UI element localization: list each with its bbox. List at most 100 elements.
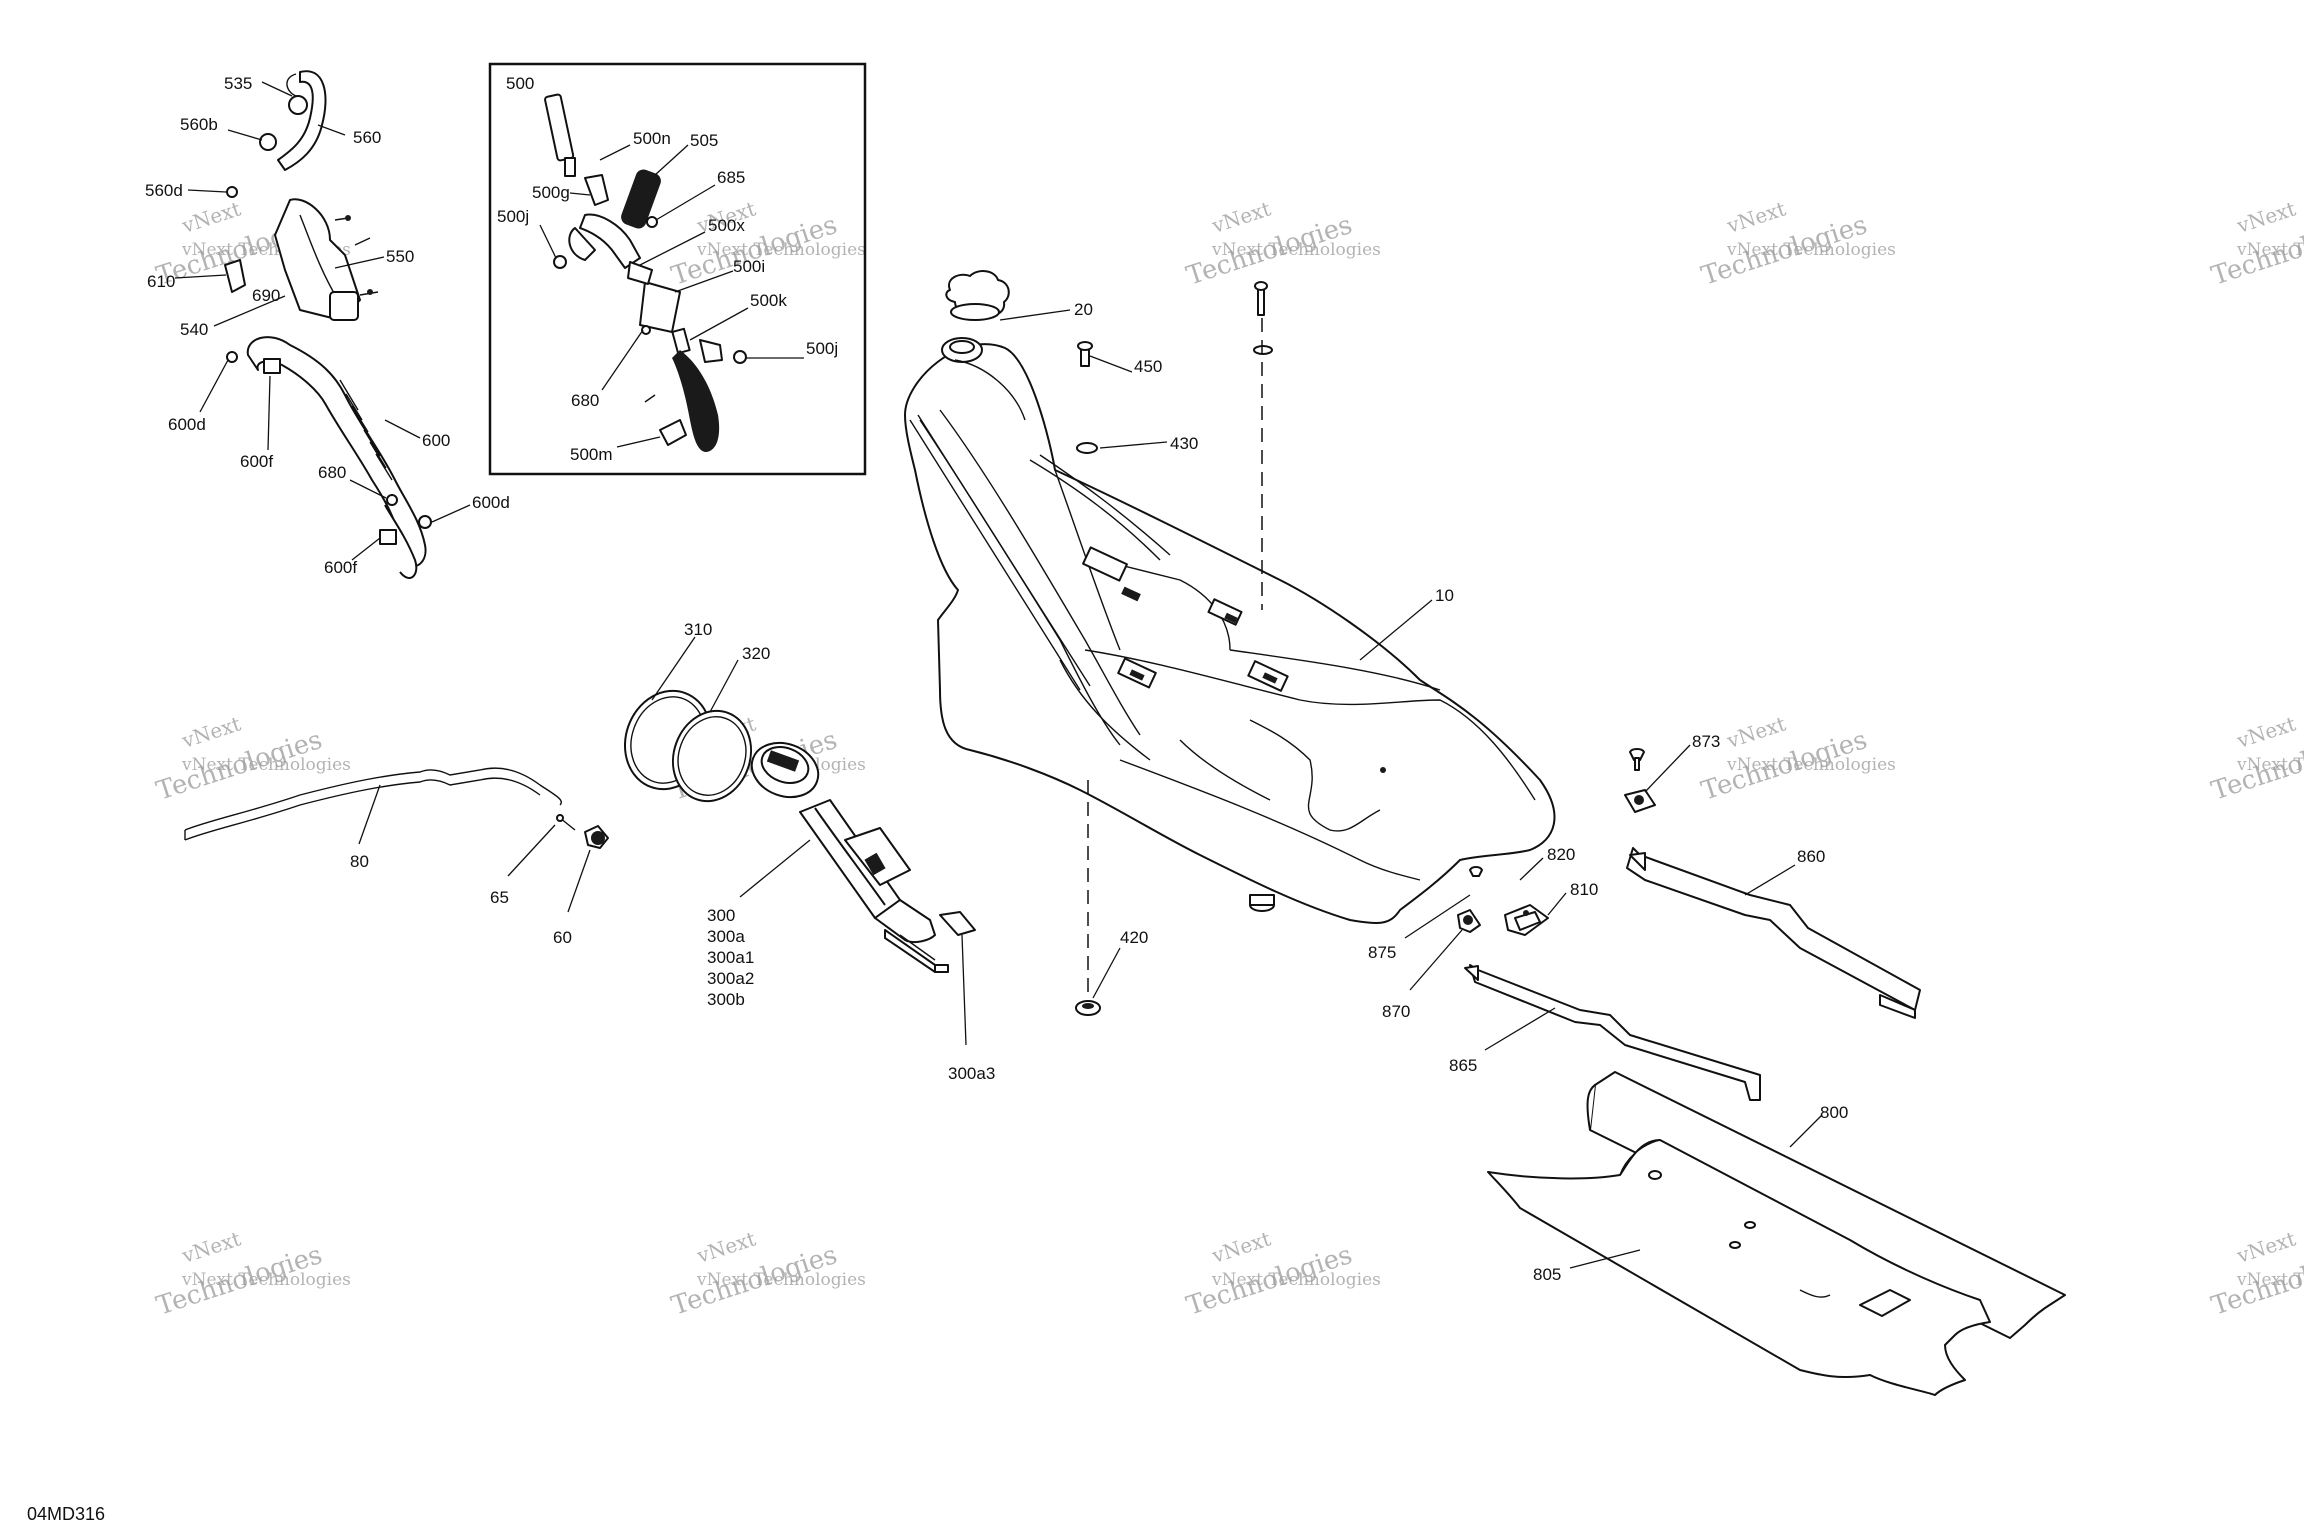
callouts-tank: 20 450 430 10 420 [999,300,1454,999]
clamp-535 [288,95,308,115]
svg-text:vNext Technologies: vNext Technologies [1211,240,1381,260]
callout-560b: 560b [180,115,218,134]
callout-600d-b: 600d [472,493,510,512]
svg-text:vNext Technologies: vNext Technologies [181,1270,351,1290]
bracket-865 [1464,964,1761,1101]
svg-text:vNext: vNext [178,711,243,753]
callout-873: 873 [1692,732,1720,751]
callout-430: 430 [1170,434,1198,453]
callout-300a1: 300a1 [707,948,754,967]
fuel-tank-10 [904,337,1556,924]
callout-500i: 500i [733,257,765,276]
diagram-code: 04MD316 [27,1504,105,1524]
clamp-500m [659,419,687,446]
callout-685: 685 [717,168,745,187]
watermark: vNext vNext Technologies Technologies [1183,196,1381,291]
watermark: vNext vNext Technologies Technologies [1183,1226,1381,1321]
callout-20: 20 [1074,300,1093,319]
callout-500n: 500n [633,129,671,148]
svg-text:vNext: vNext [1723,196,1788,238]
svg-text:vNext: vNext [693,1226,758,1268]
svg-text:vNext: vNext [1723,711,1788,753]
clamp-600f [263,358,281,374]
callout-550: 550 [386,247,414,266]
callout-300a2: 300a2 [707,969,754,988]
bracket-610 [224,259,246,293]
callouts-brackets: 873 860 820 810 875 870 865 800 805 [1368,732,1848,1284]
fuel-pump-assembly [623,689,976,973]
fuel-line-80 [184,767,609,849]
callout-805: 805 [1533,1265,1561,1284]
watermark: vNext vNext Technologies Technologies [1698,711,1896,806]
svg-text:vNext Technologies: vNext Technologies [696,1270,866,1290]
watermark: vNext vNext Technologies Technologies [2208,711,2304,806]
callout-535: 535 [224,74,252,93]
callout-300a: 300a [707,927,745,946]
callout-810: 810 [1570,880,1598,899]
clamp-560b [259,133,277,151]
callout-690: 690 [252,286,280,305]
callout-600f-b: 600f [324,558,357,577]
callout-600f: 600f [240,452,273,471]
callout-420: 420 [1120,928,1148,947]
callout-500x: 500x [708,216,745,235]
fuel-filter-500i [639,281,681,333]
vent-hose-assembly [224,70,432,579]
callouts-top-left: 535 560b 560 560d 550 610 690 540 600d 6… [145,74,510,577]
nut-560d [226,186,238,198]
callout-800: 800 [1820,1103,1848,1122]
callout-600: 600 [422,431,450,450]
watermark: vNext vNext Technologies Technologies [668,1226,866,1321]
callout-500j: 500j [497,207,529,226]
callout-500j-b: 500j [806,339,838,358]
nut-600d [226,351,238,363]
svg-text:vNext: vNext [2233,196,2298,238]
callout-500m: 500m [570,445,613,464]
callout-310: 310 [684,620,712,639]
watermark: vNext vNext Technologies Technologies [153,1226,351,1321]
clamp-600f-b [379,529,397,545]
svg-text:vNext: vNext [2233,1226,2298,1268]
svg-text:vNext Technologies: vNext Technologies [2236,755,2304,775]
svg-text:vNext: vNext [178,1226,243,1268]
watermark: vNext vNext Technologies Technologies [153,711,351,806]
callouts-pump: 310 320 80 65 60 300 300a 300a1 300a2 30… [350,620,995,1083]
clip-810 [1504,904,1549,936]
watermark: vNext vNext Technologies Technologies [1698,196,1896,291]
plate-805 [1487,1139,1991,1396]
watermark: vNext vNext Technologies Technologies [2208,196,2304,291]
clip-870 [1457,866,1483,933]
callout-610: 610 [147,272,175,291]
callout-680-inset: 680 [571,391,599,410]
callout-500k: 500k [750,291,787,310]
watermark: vNext vNext Technologies Technologies [668,196,866,291]
svg-text:vNext: vNext [1208,196,1273,238]
plate-800 [1586,1071,2066,1339]
callouts-inset: 500n 505 500g 685 500j 500x 500i 500k 50… [497,129,838,464]
callout-870: 870 [1382,1002,1410,1021]
callout-865: 865 [1449,1056,1477,1075]
nut-600d-b [418,515,432,529]
svg-text:vNext Technologies: vNext Technologies [1726,755,1896,775]
callout-300a3: 300a3 [948,1064,995,1083]
callout-600d: 600d [168,415,206,434]
clip-873 [1624,748,1656,813]
svg-text:vNext Technologies: vNext Technologies [696,240,866,260]
callout-820: 820 [1547,845,1575,864]
svg-text:vNext Technologies: vNext Technologies [2236,240,2304,260]
callout-560: 560 [353,128,381,147]
fuel-cap-20 [945,270,1010,321]
callout-80: 80 [350,852,369,871]
bracket-860 [1626,847,1921,1019]
callout-450: 450 [1134,357,1162,376]
callout-500g: 500g [532,183,570,202]
inset-frame [488,62,867,476]
svg-text:vNext Technologies: vNext Technologies [2236,1270,2304,1290]
callout-875: 875 [1368,943,1396,962]
svg-text:vNext: vNext [178,196,243,238]
inset-title: 500 [506,74,534,93]
callout-320: 320 [742,644,770,663]
svg-text:vNext Technologies: vNext Technologies [1726,240,1896,260]
callout-680: 680 [318,463,346,482]
svg-text:vNext: vNext [2233,711,2298,753]
